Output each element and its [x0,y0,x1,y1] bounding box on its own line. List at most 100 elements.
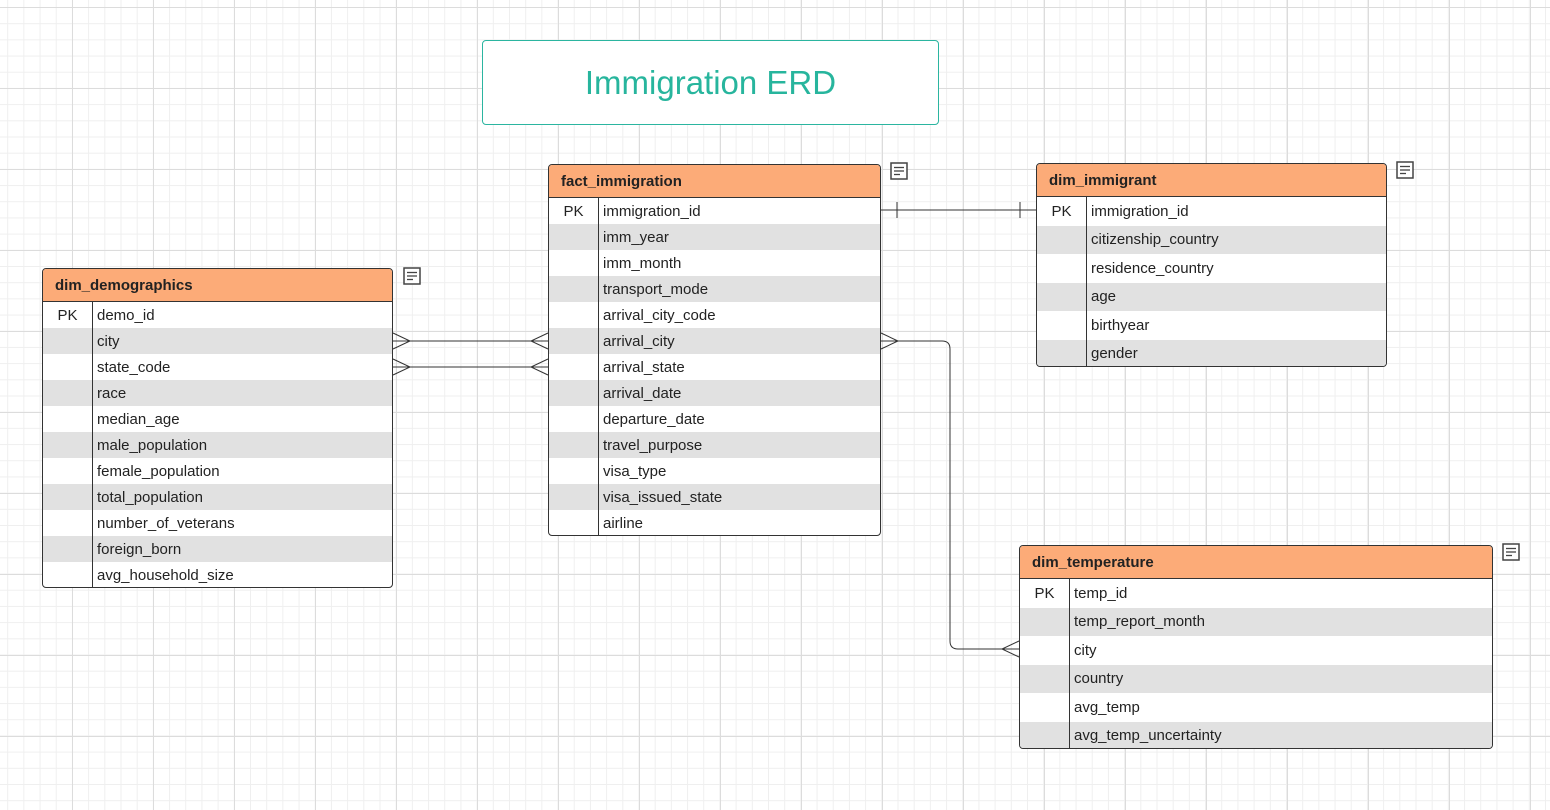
field-name: imm_month [603,254,682,272]
field-name: demo_id [97,306,155,324]
field-name: transport_mode [603,280,709,298]
field-name: city [97,332,120,350]
entity-field-row[interactable]: country [1020,664,1492,693]
entity-field-row[interactable]: citizenship_country [1037,225,1386,254]
entity-field-row[interactable]: departure_date [549,406,880,432]
field-key [1037,339,1087,366]
crowfoot-marker [880,332,900,350]
field-key [43,484,93,510]
field-key [549,380,599,406]
field-name: avg_temp [1074,698,1140,716]
field-key [1020,693,1070,722]
entity-header: dim_temperature [1020,546,1492,579]
field-name: travel_purpose [603,436,703,454]
entity-header: dim_immigrant [1037,164,1386,197]
field-key: PK [1020,579,1070,608]
note-icon[interactable] [1502,543,1520,561]
crowfoot-marker [392,358,412,376]
field-key [1037,225,1087,254]
note-icon[interactable] [1396,161,1414,179]
field-key [43,406,93,432]
entity-field-row[interactable]: male_population [43,432,392,458]
field-name: citizenship_country [1091,231,1219,249]
field-key [43,354,93,380]
field-name: birthyear [1091,316,1150,334]
field-key [549,484,599,510]
entity-field-row[interactable]: arrival_city_code [549,302,880,328]
field-name: total_population [97,488,203,506]
field-name: avg_temp_uncertainty [1074,727,1222,745]
field-key: PK [43,302,93,328]
field-key [43,432,93,458]
entity-field-row[interactable]: avg_temp [1020,693,1492,722]
field-name: airline [603,514,644,532]
entity-field-row[interactable]: female_population [43,458,392,484]
field-name: number_of_veterans [97,514,235,532]
entity-field-row[interactable]: avg_household_size [43,562,392,587]
entity-field-row[interactable]: arrival_city [549,328,880,354]
field-name: city [1074,641,1097,659]
entity-field-row[interactable]: total_population [43,484,392,510]
field-name: immigration_id [603,202,701,220]
field-key [1037,282,1087,311]
entity-field-row[interactable]: imm_month [549,250,880,276]
field-key [549,276,599,302]
entity-field-row[interactable]: imm_year [549,224,880,250]
entity-field-row[interactable]: temp_report_month [1020,607,1492,636]
entity-field-row[interactable]: gender [1037,339,1386,366]
entity-field-row[interactable]: foreign_born [43,536,392,562]
entity-header: dim_demographics [43,269,392,302]
entity-field-row[interactable]: transport_mode [549,276,880,302]
field-key [43,510,93,536]
field-key [549,510,599,535]
entity-field-row[interactable]: arrival_state [549,354,880,380]
entity-field-row[interactable]: arrival_date [549,380,880,406]
field-key [1020,721,1070,748]
note-icon[interactable] [890,162,908,180]
field-key [43,458,93,484]
entity-field-row[interactable]: age [1037,282,1386,311]
field-key [549,302,599,328]
entity-field-row[interactable]: city [43,328,392,354]
relationship-temperature-link [881,340,1019,650]
field-key [549,406,599,432]
field-name: country [1074,670,1124,688]
entity-field-row[interactable]: race [43,380,392,406]
entity-field-row[interactable]: avg_temp_uncertainty [1020,721,1492,748]
field-name: temp_report_month [1074,613,1205,631]
field-name: temp_id [1074,584,1128,602]
diagram-title: Immigration ERD [482,40,939,125]
field-name: race [97,384,127,402]
crowfoot-marker [529,332,549,350]
entity-field-row[interactable]: residence_country [1037,254,1386,283]
field-key [43,328,93,354]
entity-field-row[interactable]: travel_purpose [549,432,880,458]
entity-field-row[interactable]: city [1020,636,1492,665]
entity-field-row[interactable]: state_code [43,354,392,380]
entity-field-row[interactable]: median_age [43,406,392,432]
entity-field-row[interactable]: visa_type [549,458,880,484]
field-name: residence_country [1091,259,1214,277]
field-key [1020,636,1070,665]
crowfoot-marker [392,332,412,350]
note-icon[interactable] [403,267,421,285]
entity-field-row[interactable]: birthyear [1037,311,1386,340]
entity-field-row[interactable]: airline [549,510,880,535]
entity-field-row[interactable]: visa_issued_state [549,484,880,510]
entity-field-row[interactable]: number_of_veterans [43,510,392,536]
field-name: arrival_date [603,384,682,402]
field-name: median_age [97,410,180,428]
field-name: arrival_city_code [603,306,716,324]
field-key [43,536,93,562]
field-name: foreign_born [97,540,182,558]
field-key [549,432,599,458]
